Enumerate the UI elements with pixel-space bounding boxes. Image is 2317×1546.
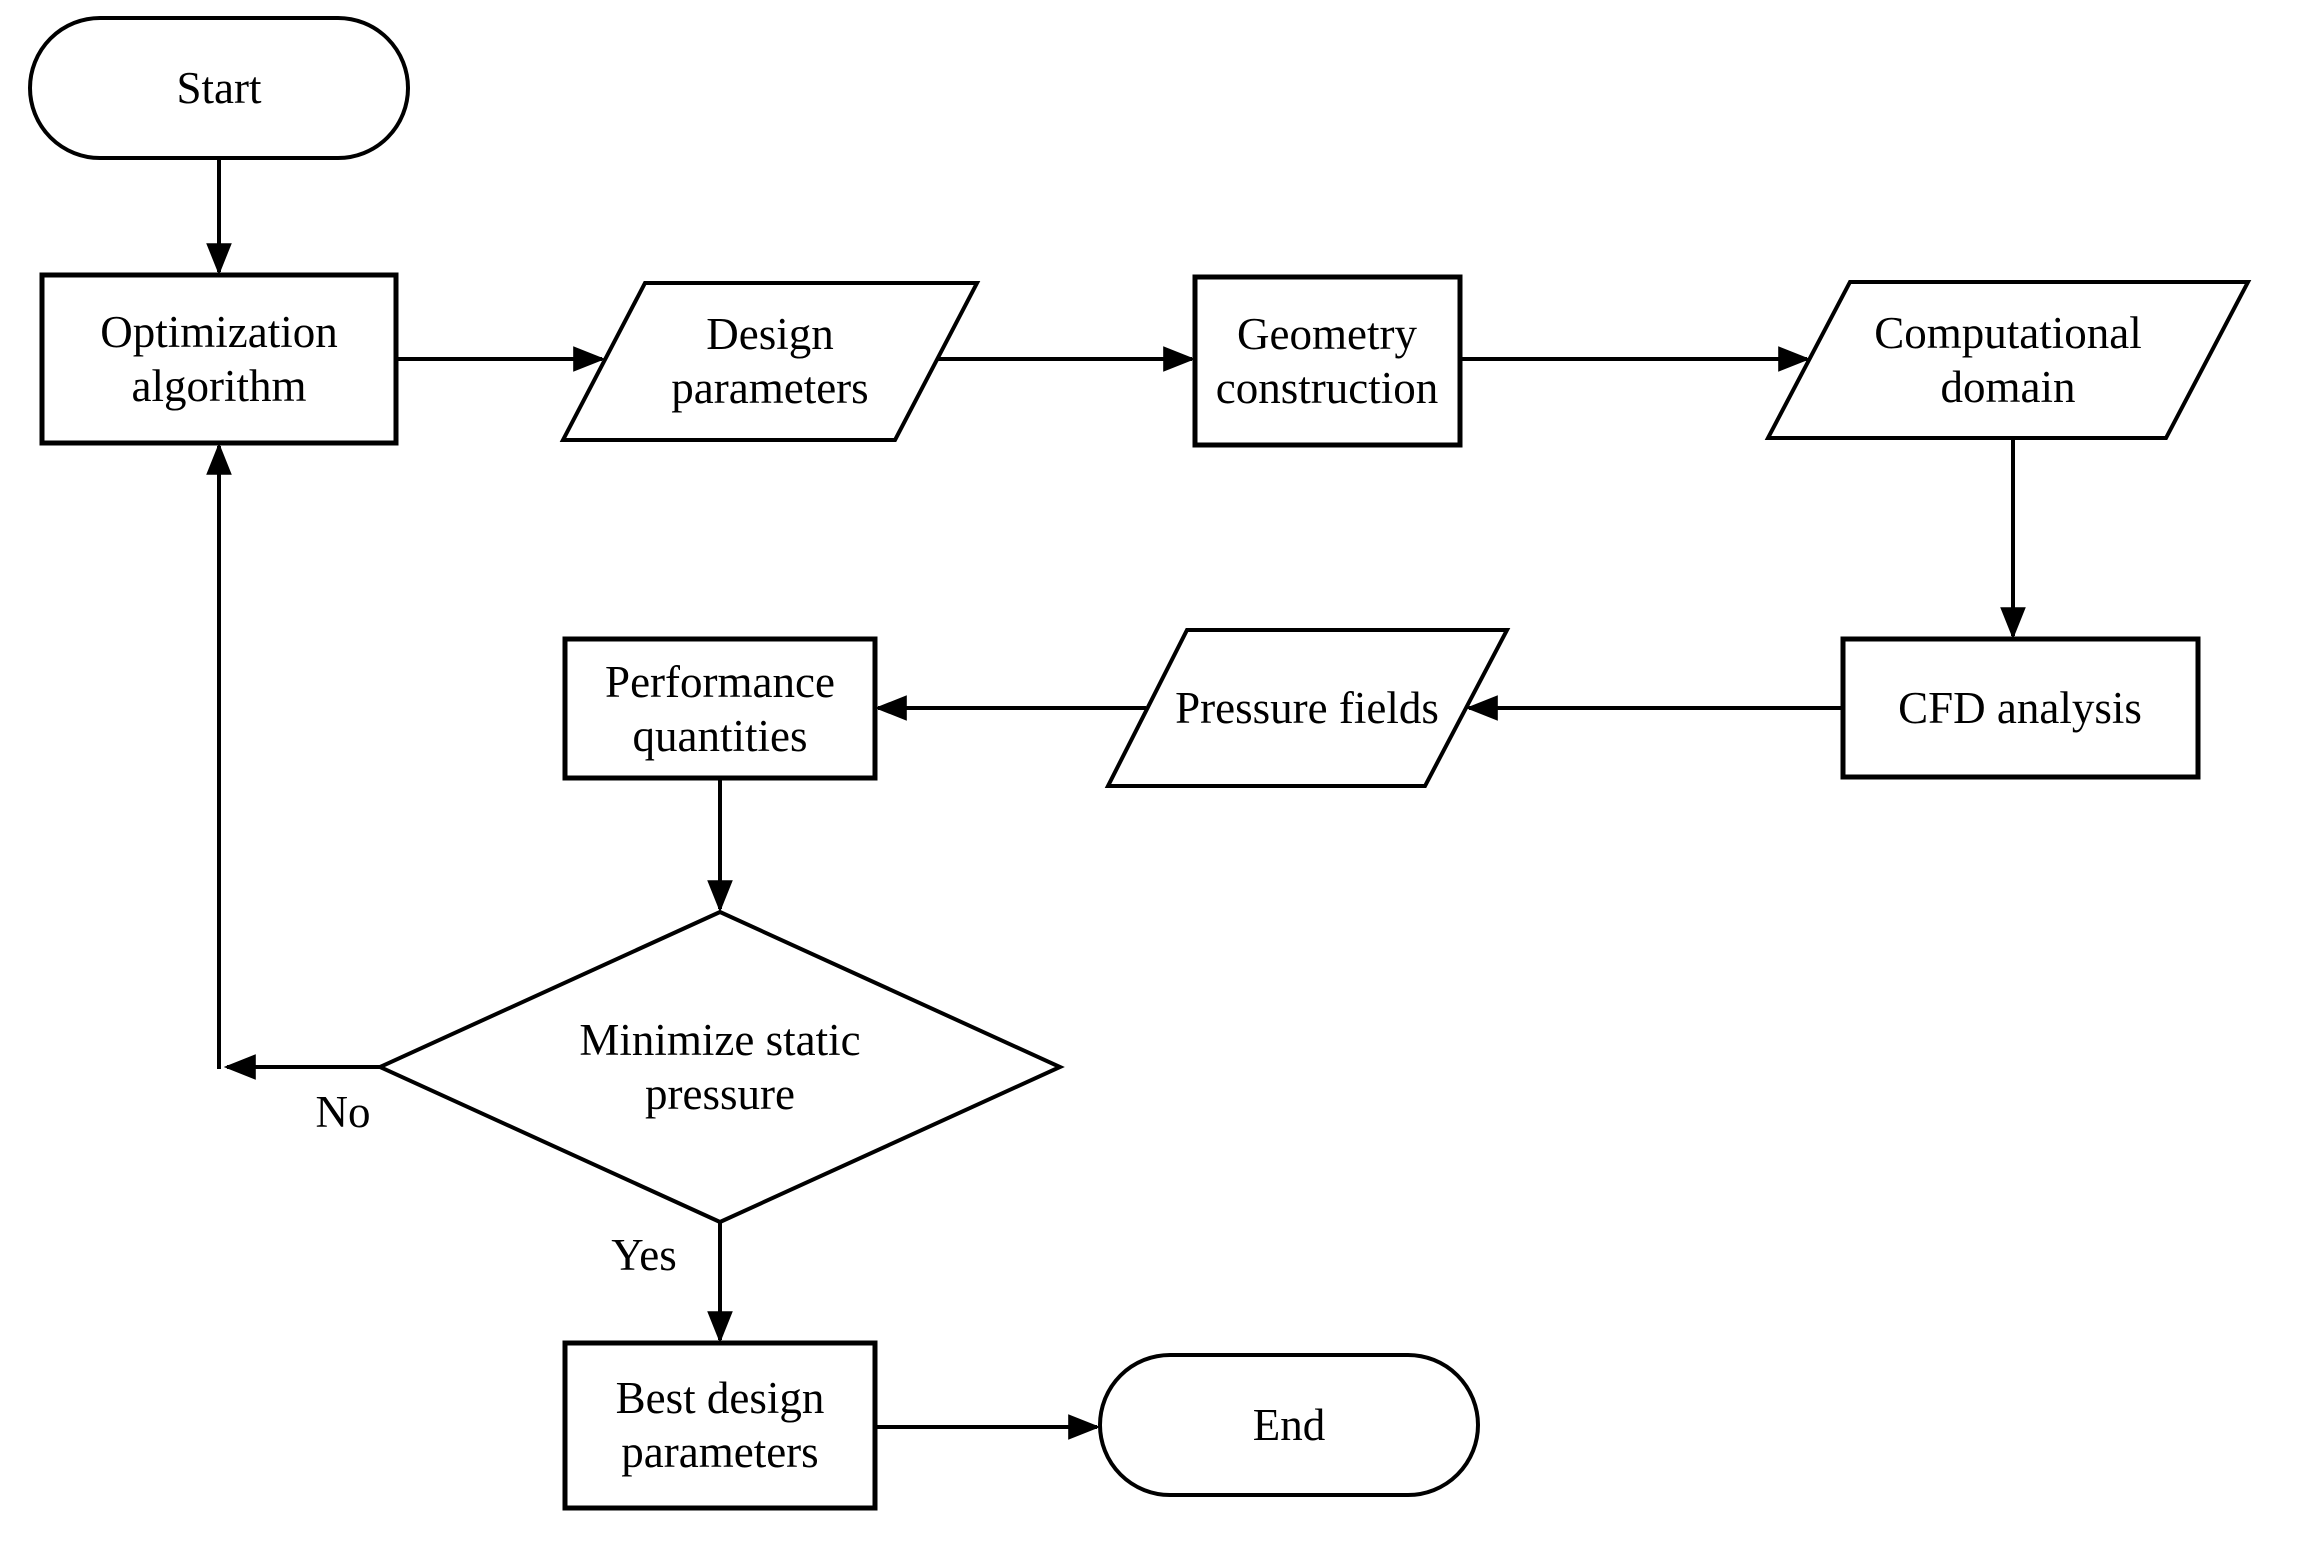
design-label-line2: parameters xyxy=(671,363,868,413)
best-process-shape xyxy=(562,1340,878,1511)
cfd-label: CFD analysis xyxy=(1898,683,2142,733)
node-start: Start xyxy=(28,16,410,160)
cfd-process-shape xyxy=(1840,636,2201,780)
decision-label-line2: pressure xyxy=(645,1069,795,1119)
node-performance-quantities: Performance quantities xyxy=(562,636,878,781)
best-label-line1: Best design xyxy=(616,1373,825,1423)
geometry-label-line1: Geometry xyxy=(1237,309,1417,359)
node-design-parameters: Design parameters xyxy=(559,281,981,442)
start-label: Start xyxy=(177,63,262,113)
end-label: End xyxy=(1253,1400,1326,1450)
geometry-label-line2: construction xyxy=(1216,363,1438,413)
computational-label-line2: domain xyxy=(1941,362,2076,412)
node-optimization-algorithm: Optimization algorithm xyxy=(39,272,399,446)
computational-label-line1: Computational xyxy=(1874,308,2141,358)
computational-parallelogram-shape xyxy=(1764,280,2252,440)
node-end: End xyxy=(1098,1353,1480,1497)
node-cfd-analysis: CFD analysis xyxy=(1840,636,2201,780)
optimization-label-line2: algorithm xyxy=(132,361,307,411)
best-label-line2: parameters xyxy=(621,1427,818,1477)
pressure-label: Pressure fields xyxy=(1175,683,1439,733)
geometry-process-shape xyxy=(1192,274,1463,448)
edge-label-yes: Yes xyxy=(611,1230,676,1280)
node-pressure-fields: Pressure fields xyxy=(1104,628,1511,788)
decision-label-line1: Minimize static xyxy=(579,1015,860,1065)
node-decision-minimize-static-pressure: Minimize static pressure xyxy=(375,909,1065,1225)
design-parallelogram-shape xyxy=(559,281,981,442)
optimization-process-shape xyxy=(39,272,399,446)
node-best-design-parameters: Best design parameters xyxy=(562,1340,878,1511)
optimization-label-line1: Optimization xyxy=(100,307,337,357)
node-computational-domain: Computational domain xyxy=(1764,280,2252,440)
start-terminator-shape xyxy=(28,16,410,160)
edge-label-no: No xyxy=(316,1087,371,1137)
performance-label-line2: quantities xyxy=(633,711,808,761)
design-label-line1: Design xyxy=(706,309,834,359)
node-geometry-construction: Geometry construction xyxy=(1192,274,1463,448)
pressure-parallelogram-shape xyxy=(1104,628,1511,788)
performance-label-line1: Performance xyxy=(605,657,835,707)
performance-process-shape xyxy=(562,636,878,781)
end-terminator-shape xyxy=(1098,1353,1480,1497)
decision-diamond-shape xyxy=(375,909,1065,1225)
